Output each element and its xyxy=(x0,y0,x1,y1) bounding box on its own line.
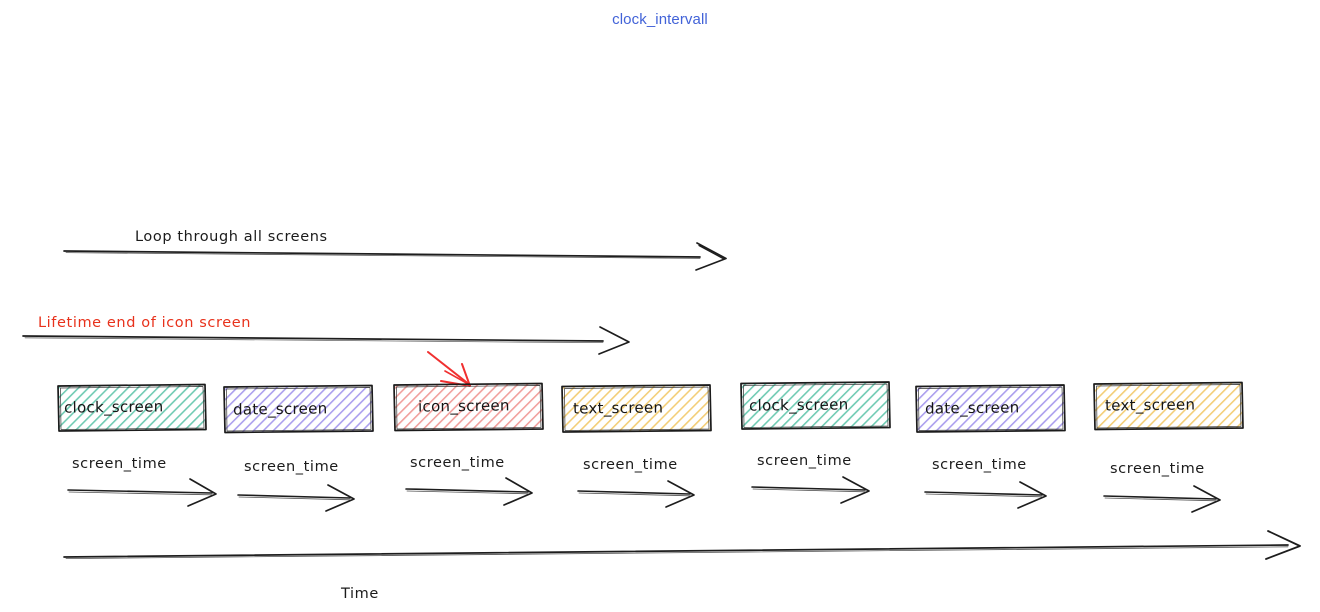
screen-time-arrow-5 xyxy=(751,476,870,504)
screen-label-5: clock_screen xyxy=(748,395,849,415)
screen-time-arrow-4 xyxy=(577,480,695,508)
screen-time-label-4: screen_time xyxy=(583,457,678,473)
screen-time-arrow-6 xyxy=(924,481,1047,509)
lifetime-end-of-icon-screen-label: Lifetime end of icon screen xyxy=(38,315,252,331)
screen-time-label-1: screen_time xyxy=(72,456,167,472)
screen-box-icon-screen-3[interactable] xyxy=(393,382,544,432)
screen-box-date-screen-6[interactable] xyxy=(915,384,1066,433)
screen-box-text-screen-4[interactable] xyxy=(561,384,712,433)
page-title: clock_intervall xyxy=(612,11,708,28)
screen-label-7: text_screen xyxy=(1104,395,1196,415)
screen-box-text-screen-7[interactable] xyxy=(1093,381,1244,431)
screen-box-date-screen-2[interactable] xyxy=(223,384,374,434)
screen-time-label-3: screen_time xyxy=(410,455,505,471)
lifetime-end-arrow xyxy=(22,326,630,355)
screen-time-label-6: screen_time xyxy=(932,457,1027,473)
time-axis-label: Time xyxy=(341,586,379,602)
screen-label-2: date_screen xyxy=(232,399,328,419)
screen-time-arrow-7 xyxy=(1103,485,1221,513)
screen-time-arrow-2 xyxy=(237,484,355,512)
screen-label-1: clock_screen xyxy=(63,397,164,417)
screen-label-3: icon_screen xyxy=(417,396,510,416)
screen-time-label-5: screen_time xyxy=(757,453,852,469)
screen-time-label-2: screen_time xyxy=(244,459,339,475)
screen-box-clock-screen-1[interactable] xyxy=(57,383,207,432)
screen-time-label-7: screen_time xyxy=(1110,461,1205,477)
icon-screen-pointer-arrow xyxy=(427,351,471,387)
screen-label-6: date_screen xyxy=(924,398,1020,418)
screen-box-clock-screen-5[interactable] xyxy=(740,381,891,430)
loop-through-all-screens-label: Loop through all screens xyxy=(135,229,328,245)
screen-time-arrow-3 xyxy=(405,477,533,506)
loop-through-all-screens-arrow xyxy=(63,242,727,271)
screen-label-4: text_screen xyxy=(572,398,664,418)
screen-time-arrow-1 xyxy=(67,478,217,507)
time-axis-arrow xyxy=(63,530,1301,560)
